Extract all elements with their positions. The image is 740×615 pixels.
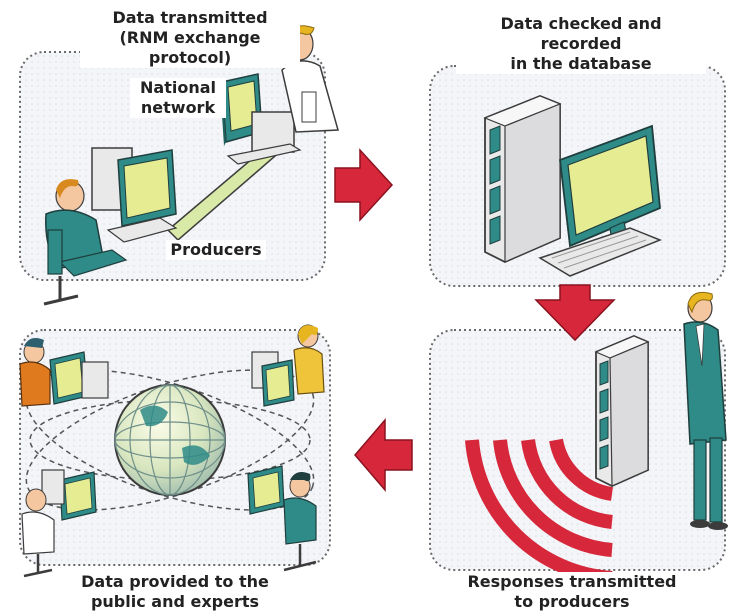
user-person (293, 324, 325, 395)
computer-icon (91, 147, 178, 243)
label-line: Data checked and recorded (500, 14, 662, 53)
arrow-left-icon (354, 417, 413, 493)
label-line: (RNM exchange protocol) (119, 28, 261, 67)
label-responses-transmitted: Responses transmitted to producers (462, 572, 682, 612)
label-line: National (140, 78, 216, 97)
label-data-checked: Data checked and recorded in the databas… (456, 14, 706, 74)
label-producers: Producers (166, 240, 266, 260)
label-national-network: National network (130, 78, 226, 118)
label-line: to producers (514, 592, 630, 611)
label-line: Producers (170, 240, 262, 259)
arrow-right-icon (334, 148, 394, 222)
label-line: Data transmitted (112, 8, 268, 27)
monitor-icon (538, 124, 663, 277)
label-line: Responses transmitted (467, 572, 677, 591)
globe-icon (114, 384, 226, 496)
label-line: network (140, 98, 216, 117)
server-icon (594, 335, 650, 487)
user-person (283, 472, 317, 572)
user-computer-icon (49, 351, 109, 405)
user-person (21, 488, 55, 578)
label-data-provided: Data provided to the public and experts (75, 572, 275, 612)
user-person (19, 338, 51, 407)
label-line: Data provided to the (81, 572, 269, 591)
label-line: public and experts (90, 592, 260, 611)
label-line: in the database (510, 54, 652, 73)
presenter-person (683, 291, 728, 530)
network-orbits (25, 369, 315, 511)
server-icon (483, 95, 562, 263)
producer-person (43, 179, 128, 306)
user-computer-icon (251, 351, 295, 407)
label-data-transmitted: Data transmitted (RNM exchange protocol) (80, 8, 300, 68)
arrow-down-icon (534, 284, 616, 342)
user-computer-icon (41, 469, 97, 521)
user-computer-icon (247, 465, 285, 515)
